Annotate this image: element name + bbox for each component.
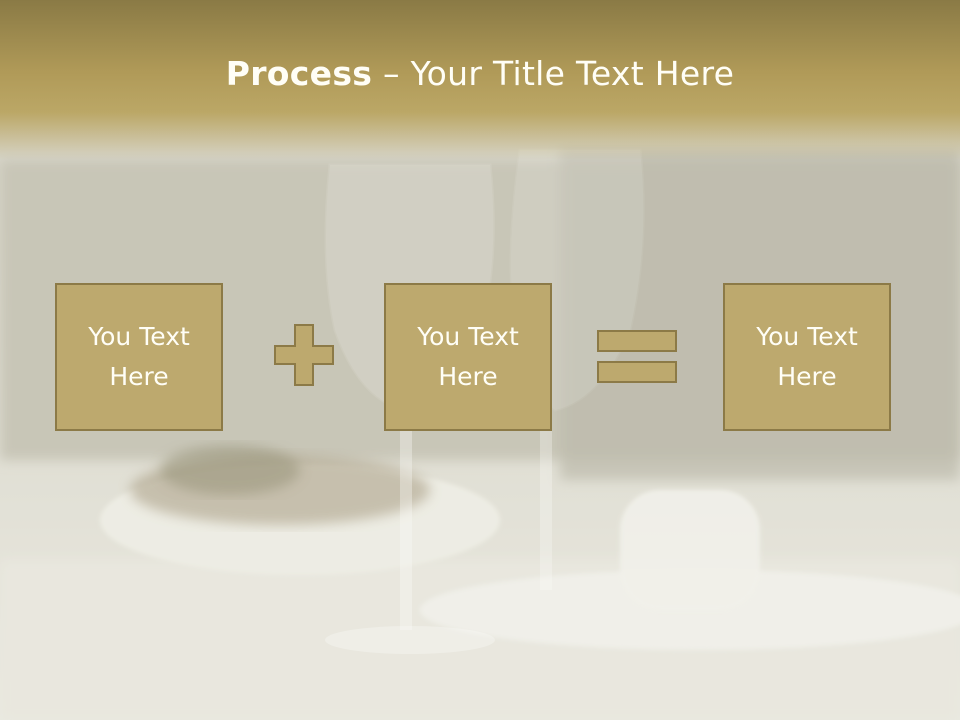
process-box-2-text: You Text Here — [417, 322, 519, 391]
title-rest: – Your Title Text Here — [372, 54, 735, 93]
title-bold: Process — [225, 54, 373, 93]
equals-icon — [597, 330, 677, 383]
slide-title: Process – Your Title Text Here — [0, 54, 960, 93]
title-banner — [0, 0, 960, 160]
process-box-1[interactable]: You Text Here — [55, 283, 223, 431]
process-box-3-text: You Text Here — [756, 322, 858, 391]
process-box-3[interactable]: You Text Here — [723, 283, 891, 431]
process-box-1-text: You Text Here — [88, 322, 190, 391]
process-box-2[interactable]: You Text Here — [384, 283, 552, 431]
plus-icon — [274, 324, 334, 386]
